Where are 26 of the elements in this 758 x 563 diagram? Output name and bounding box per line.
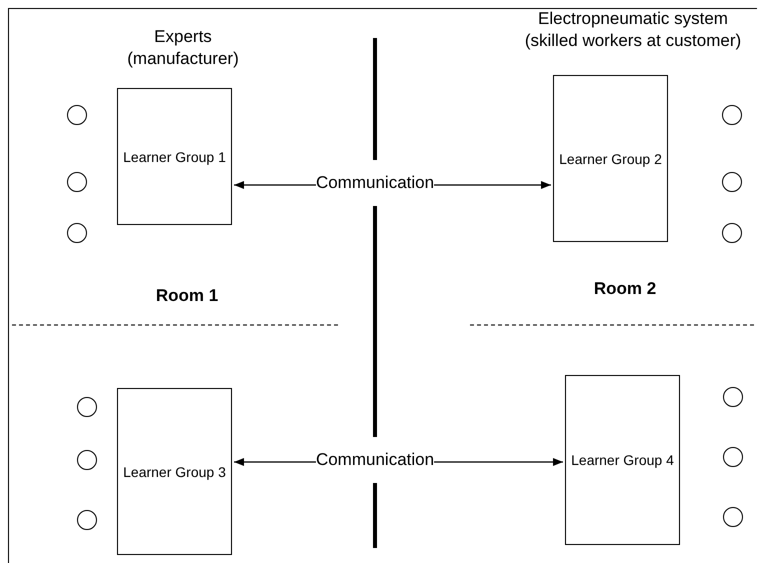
chair-circle [723, 387, 743, 407]
table-box: Learner Group 2 [553, 75, 668, 242]
communication-text: Communication [318, 160, 432, 206]
chair-circle [722, 223, 742, 243]
table-box: Learner Group 4 [565, 375, 680, 545]
chair-circle [67, 105, 87, 125]
heading-text: Experts (manufacturer) [126, 26, 240, 70]
chair-circle [722, 172, 742, 192]
chair-circle [723, 447, 743, 467]
arrow [234, 458, 316, 466]
table-box: Learner Group 3 [117, 388, 232, 555]
arrow [434, 458, 563, 466]
arrow [434, 181, 551, 189]
chair-circle [723, 507, 743, 527]
room-label: Room 1 [154, 285, 220, 307]
room-label: Room 2 [592, 278, 658, 300]
chair-circle [77, 450, 97, 470]
chair-circle [67, 172, 87, 192]
communication-text: Communication [318, 437, 432, 483]
table-box: Learner Group 1 [117, 88, 232, 225]
chair-circle [67, 223, 87, 243]
heading-text: Electropneumatic system (skilled workers at customer) [524, 8, 742, 52]
chair-circle [722, 105, 742, 125]
arrow [234, 181, 316, 189]
chair-circle [77, 510, 97, 530]
chair-circle [77, 397, 97, 417]
